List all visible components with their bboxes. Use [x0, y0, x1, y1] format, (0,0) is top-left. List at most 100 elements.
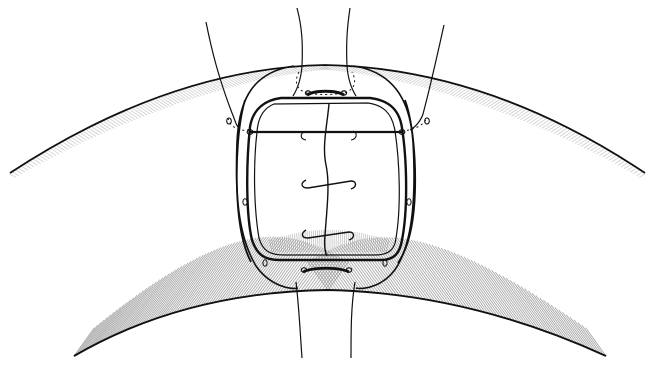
- upper-left-hatch: [311, 66, 317, 70]
- upper-left-hatch: [36, 157, 43, 161]
- upper-left-hatch: [80, 133, 89, 139]
- lower-left-hatch: [254, 239, 294, 295]
- upper-left-hatch: [112, 117, 123, 124]
- inner-bottom-hatch: [315, 231, 316, 252]
- upper-right-hatch: [575, 137, 584, 143]
- inner-bottom-hatch: [350, 232, 351, 252]
- lower-right-hatch: [488, 269, 529, 326]
- top-right-tube: [347, 8, 356, 96]
- lower-right-hatch: [474, 262, 517, 322]
- upper-right-hatch: [548, 124, 558, 131]
- inner-bottom-hatch: [305, 232, 306, 252]
- upper-right-hatch: [336, 67, 342, 71]
- lower-right-hatch: [478, 264, 521, 323]
- upper-right-hatch: [527, 114, 538, 121]
- upper-left-hatch: [83, 131, 93, 137]
- upper-left-hatch: [66, 140, 75, 146]
- lower-left-hatch: [150, 260, 194, 321]
- upper-right-hatch: [539, 120, 550, 127]
- upper-left-hatch: [16, 170, 22, 173]
- upper-right-hatch: [533, 117, 544, 124]
- lower-left-hatch: [228, 237, 273, 299]
- upper-left-hatch: [86, 130, 96, 137]
- upper-right-hatch: [569, 134, 578, 140]
- upper-left-hatch: [74, 136, 83, 142]
- bottom-left-tube: [296, 282, 302, 358]
- upper-right-hatch: [581, 140, 590, 146]
- upper-right-hatch: [554, 127, 564, 134]
- upper-right-hatch: [348, 67, 355, 72]
- upper-left-hatch: [305, 67, 312, 71]
- upper-right-hatch: [627, 166, 633, 170]
- upper-left-hatch: [95, 125, 105, 132]
- upper-right-hatch: [578, 139, 587, 145]
- upper-left-hatch: [92, 127, 102, 134]
- lower-left-hatch: [163, 253, 209, 316]
- upper-right-hatch: [350, 68, 357, 73]
- upper-right-hatch: [637, 172, 643, 175]
- upper-right-hatch: [572, 136, 581, 142]
- upper-right-hatch: [566, 133, 575, 139]
- upper-left-hatch: [13, 172, 19, 175]
- lower-left-hatch: [81, 320, 104, 352]
- upper-right-hatch: [331, 66, 337, 70]
- inner-bottom-hatch: [301, 233, 302, 252]
- upper-right-hatch: [615, 159, 622, 163]
- upper-left-hatch: [130, 109, 141, 117]
- upper-right-hatch: [640, 174, 645, 177]
- upper-right-hatch: [560, 130, 570, 137]
- upper-right-hatch: [557, 128, 567, 135]
- upper-right-hatch: [334, 66, 340, 70]
- lower-left-hatch: [83, 318, 107, 351]
- upper-left-hatch: [89, 128, 99, 135]
- stitch-top-left: [301, 132, 306, 140]
- inner-bottom-hatch: [344, 231, 345, 252]
- upper-right-hatch: [345, 67, 352, 71]
- upper-right-hatch: [524, 113, 535, 121]
- upper-left-hatch: [314, 66, 320, 70]
- upper-right-hatch: [551, 125, 561, 132]
- upper-right-hatch: [521, 112, 532, 120]
- upper-left-hatch: [106, 120, 117, 127]
- upper-right-hatch: [515, 109, 526, 117]
- upper-right-hatch: [518, 111, 529, 119]
- left-guide-pin: [227, 118, 232, 124]
- upper-left-hatch: [98, 124, 108, 131]
- upper-left-hatch: [22, 166, 28, 170]
- lower-right-hatch: [481, 265, 523, 324]
- upper-left-hatch: [28, 163, 34, 167]
- upper-left-hatch: [31, 161, 38, 165]
- upper-left-hatch: [115, 116, 126, 123]
- upper-left-hatch: [121, 113, 132, 121]
- upper-left-hatch: [118, 114, 129, 121]
- upper-left-hatch: [19, 168, 25, 172]
- upper-left-hatch: [101, 123, 111, 130]
- upper-left-hatch: [33, 159, 40, 163]
- inner-bottom-hatch: [309, 231, 310, 252]
- upper-left-hatch: [69, 139, 78, 145]
- lower-left-hatch: [161, 254, 206, 317]
- upper-left-hatch: [25, 165, 31, 169]
- upper-left-hatch: [308, 67, 314, 71]
- lower-right-hatch: [403, 239, 450, 304]
- upper-right-hatch: [630, 168, 636, 172]
- right-hole-1: [407, 199, 411, 205]
- lower-right-hatch: [485, 267, 527, 325]
- inner-bottom-hatch: [313, 231, 314, 252]
- upper-left-hatch: [104, 121, 114, 128]
- upper-right-hatch: [563, 131, 573, 137]
- upper-right-hatch: [618, 161, 625, 165]
- inner-bottom-hatch: [307, 232, 308, 252]
- upper-right-hatch: [353, 68, 361, 73]
- inner-bottom-hatch: [372, 236, 374, 252]
- right-dotted-loop: [402, 117, 427, 131]
- lower-right-hatch: [400, 238, 447, 303]
- upper-right-hatch: [545, 123, 555, 130]
- upper-left-hatch: [10, 174, 15, 177]
- upper-right-hatch: [633, 170, 639, 173]
- inner-bottom-hatch: [348, 231, 349, 252]
- stitch-middle: [302, 180, 355, 189]
- lower-right-hatch: [492, 271, 532, 327]
